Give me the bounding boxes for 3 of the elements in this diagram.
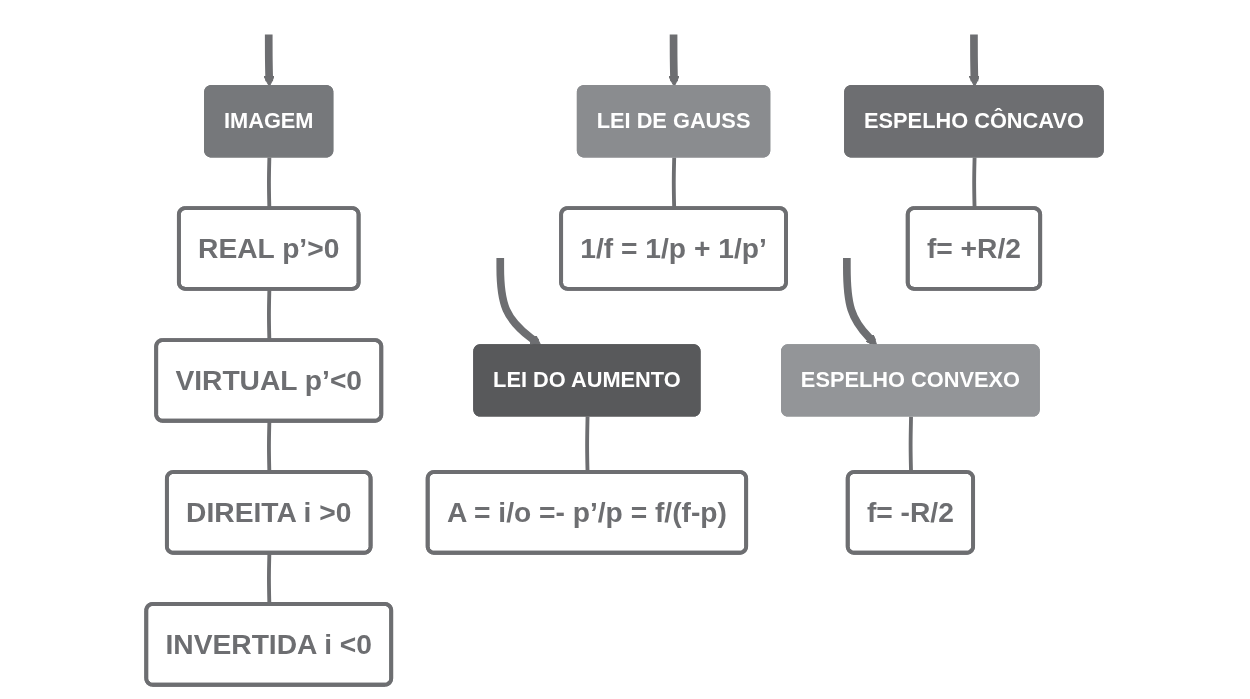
arrow [969,34,981,87]
arrow [263,34,276,87]
arrow [668,34,680,87]
